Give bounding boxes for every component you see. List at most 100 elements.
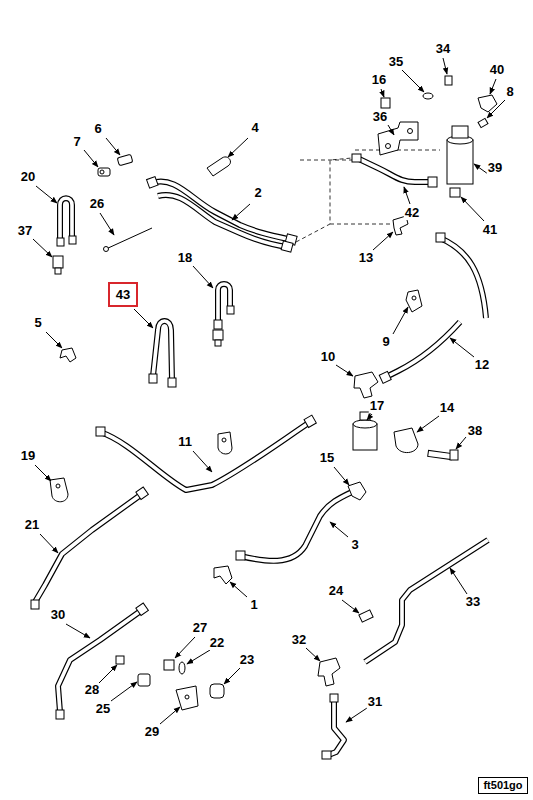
- callout-number: 19: [20, 449, 36, 463]
- callout-number: 30: [50, 608, 66, 622]
- callout-number: 20: [20, 170, 36, 184]
- fitting: [57, 238, 64, 246]
- fitting: [100, 170, 104, 174]
- fuel-tube: [35, 158, 488, 756]
- fitting: [352, 154, 361, 162]
- leader-line: [334, 467, 349, 485]
- leader-line: [306, 648, 320, 661]
- leader-line: [40, 534, 58, 553]
- fitting: [53, 256, 63, 268]
- fitting: [164, 660, 174, 670]
- fuel-tube: [58, 610, 142, 712]
- fuel-tube: [100, 422, 310, 490]
- leader-line: [346, 708, 367, 722]
- leader-line: [100, 213, 114, 235]
- fitting: [450, 450, 458, 460]
- fitting: [436, 233, 445, 242]
- fitting: [213, 330, 223, 340]
- fitting: [450, 188, 460, 197]
- fitting: [136, 603, 149, 616]
- callout-number: 40: [489, 63, 505, 77]
- leader-line: [33, 58, 505, 724]
- leader-line: [230, 582, 247, 597]
- dashed-guide: [296, 150, 440, 242]
- fitting: [381, 98, 390, 108]
- callout-number: 12: [474, 358, 490, 372]
- fitting: [423, 93, 433, 99]
- fitting: [210, 684, 224, 698]
- leader-line: [388, 125, 394, 135]
- fitting: [207, 157, 230, 176]
- fuel-tube: [240, 490, 356, 561]
- fitting: [227, 306, 234, 314]
- callout-number: 32: [291, 633, 307, 647]
- fitting: [478, 95, 497, 112]
- leader-line: [66, 624, 90, 638]
- fitting: [445, 76, 452, 85]
- fuel-tube: [440, 238, 486, 318]
- callout-number: 17: [369, 399, 385, 413]
- fitting: [56, 710, 64, 719]
- leader-line: [461, 197, 484, 221]
- fuel-tube: [35, 158, 488, 756]
- fitting: [379, 371, 391, 383]
- leader-line: [450, 338, 474, 357]
- fitting: [214, 566, 232, 584]
- fitting: [222, 438, 226, 442]
- fitting: [447, 140, 473, 184]
- fuel-tube: [100, 422, 310, 490]
- leader-line: [99, 665, 117, 683]
- leader-line: [443, 58, 447, 74]
- callout-number: 26: [89, 197, 105, 211]
- fitting: [386, 144, 391, 149]
- callout-number: 31: [367, 695, 383, 709]
- leader-line: [134, 309, 153, 328]
- fitting: [138, 674, 150, 686]
- fuel-tube: [240, 490, 356, 561]
- leader-line: [404, 187, 410, 204]
- fitting: [218, 432, 232, 454]
- leader-line: [111, 682, 137, 701]
- leader-line: [402, 70, 424, 92]
- fitting: [236, 551, 245, 560]
- fitting: [452, 126, 468, 138]
- callout-number: 34: [435, 42, 451, 56]
- figure-code-box: ft501go: [478, 777, 527, 794]
- callout-number: 43: [116, 287, 130, 302]
- fuel-tube: [440, 238, 486, 318]
- leader-line: [46, 332, 62, 348]
- callout-number: 21: [24, 518, 40, 532]
- leader-line: [232, 204, 250, 220]
- leader-line: [487, 100, 505, 118]
- fuel-tube: [35, 494, 142, 602]
- fuel-tube: [357, 158, 432, 182]
- fitting: [214, 320, 222, 329]
- callout-number: 24: [328, 584, 344, 598]
- leader-line: [187, 650, 210, 664]
- callout-number: 42: [404, 206, 420, 220]
- leader-line: [106, 138, 120, 155]
- callout-number: 27: [192, 621, 208, 635]
- callout-number: ft501go: [483, 779, 522, 792]
- fitting: [348, 482, 366, 500]
- fitting: [215, 340, 221, 346]
- fuel-tube: [35, 494, 142, 602]
- callout-number: 14: [439, 401, 455, 415]
- fitting: [147, 177, 159, 189]
- fitting: [353, 420, 377, 428]
- fitting: [56, 484, 60, 488]
- dashed-guide: [330, 224, 400, 225]
- leader-line: [193, 266, 213, 288]
- leader-line: [342, 600, 359, 613]
- leader-line: [35, 465, 51, 481]
- leader-line: [367, 414, 372, 420]
- fitting: [185, 695, 189, 699]
- highlighted-callout: 43: [108, 282, 138, 307]
- leader-line: [336, 365, 353, 376]
- fuel-tube: [218, 284, 230, 322]
- callout-number: 11: [177, 435, 193, 449]
- fitting: [117, 154, 133, 165]
- callout-number: 3: [350, 538, 359, 552]
- fitting: [318, 658, 340, 686]
- fitting: [50, 478, 68, 502]
